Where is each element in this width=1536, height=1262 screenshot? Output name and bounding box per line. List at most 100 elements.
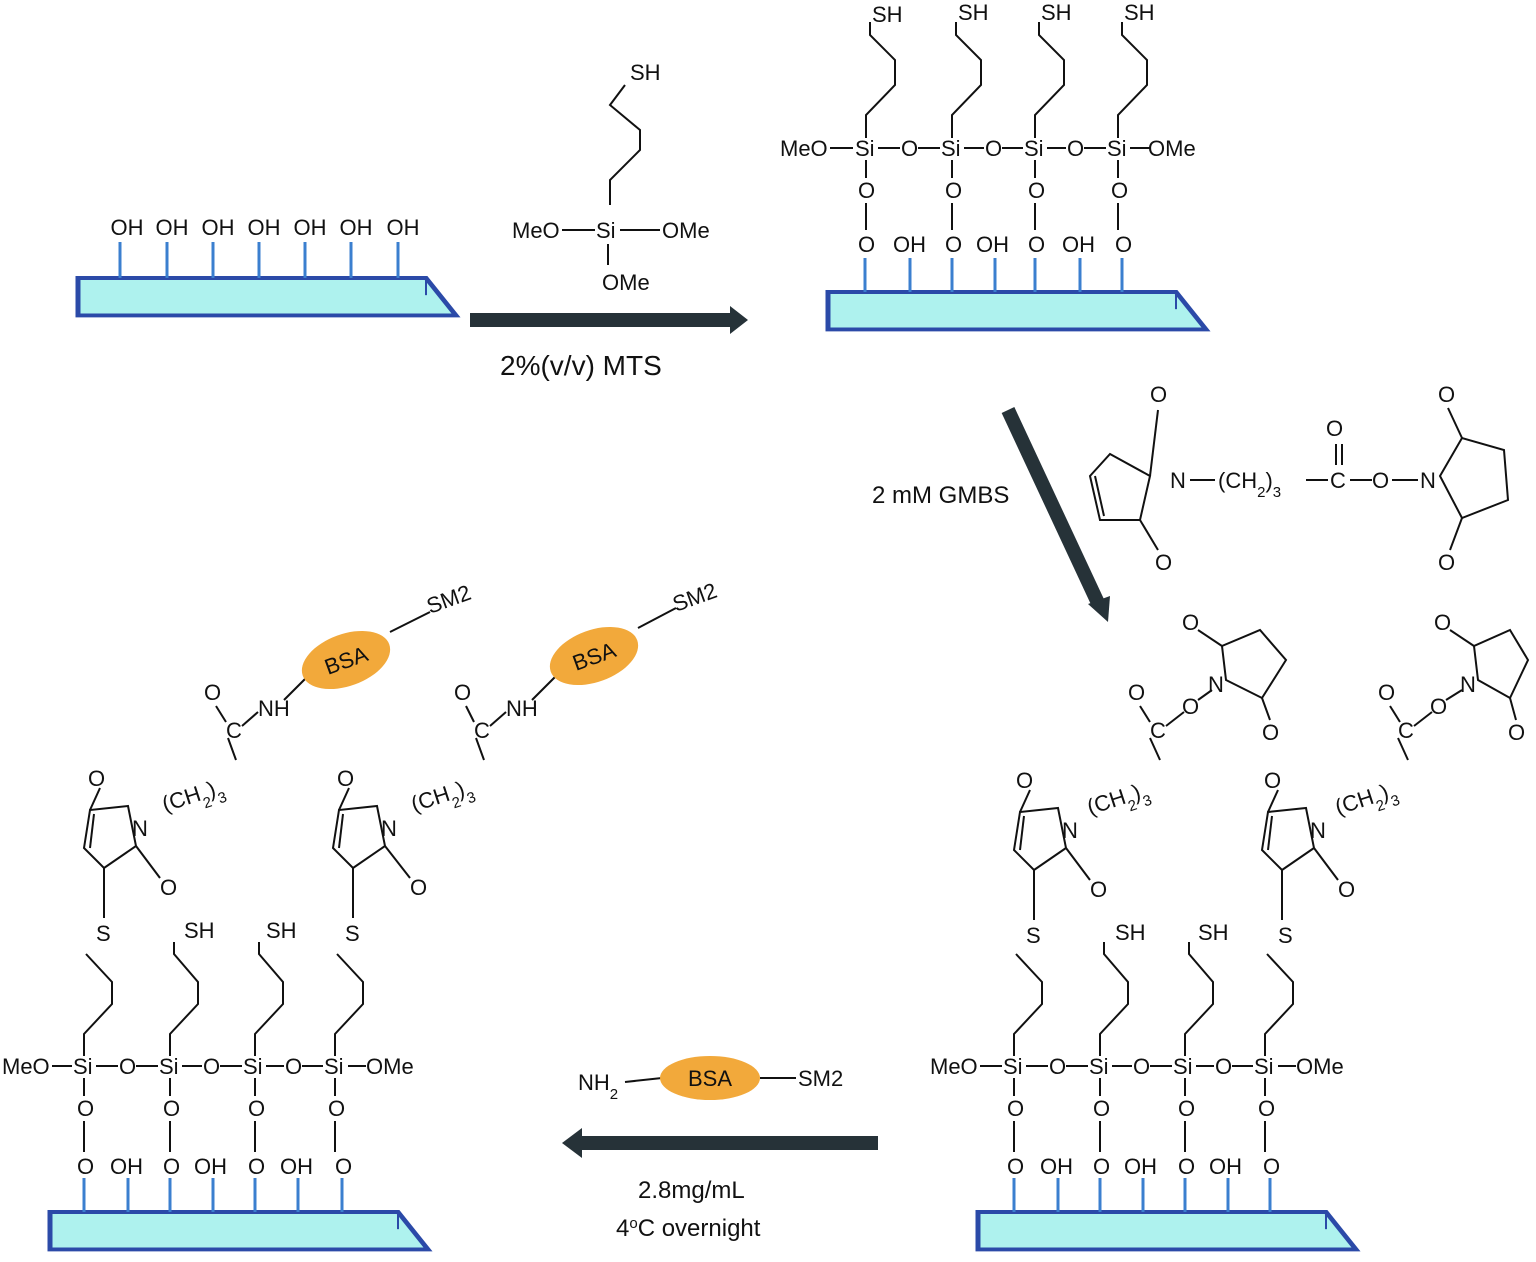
surface-hydroxyl-groups: OH OH OH OH OH OH OH (111, 215, 420, 278)
sulfur-label: S (345, 921, 360, 946)
o-label: O (1128, 680, 1145, 705)
sm2-label: SM2 (669, 578, 720, 617)
o-label: O (248, 1096, 265, 1121)
svg-text:4oC overnight: 4oC overnight (616, 1215, 761, 1243)
o-label: O (163, 1154, 180, 1179)
o-label: O (1430, 694, 1447, 719)
o-label: O (1133, 1054, 1150, 1079)
n-label: N (1208, 672, 1224, 697)
o-label: O (1093, 1096, 1110, 1121)
ome-label: OMe (602, 270, 650, 295)
sulfur-label: S (1278, 923, 1293, 948)
o-label: O (1326, 416, 1343, 441)
si-label: Si (324, 1054, 344, 1079)
o-label: O (160, 875, 177, 900)
si-label: Si (1024, 136, 1044, 161)
si-label: Si (1254, 1054, 1274, 1079)
o-label: O (1378, 680, 1395, 705)
oh-label: OH (1040, 1154, 1073, 1179)
o-label: O (1262, 720, 1279, 745)
mts-condition-label: 2%(v/v) MTS (500, 350, 662, 381)
si-label: Si (855, 136, 875, 161)
thiol-label: SH (958, 0, 989, 25)
o-label: O (945, 232, 962, 257)
thiol-label: SH (1115, 920, 1146, 945)
svg-text:(CH2)3: (CH2)3 (408, 773, 478, 823)
o-label: O (985, 136, 1002, 161)
mts-reagent-structure: SH Si MeO OMe OMe (512, 60, 710, 295)
o-label: O (1263, 1154, 1280, 1179)
ome-label: OMe (1148, 136, 1196, 161)
gmbs-condition-label: 2 mM GMBS (872, 482, 1009, 509)
si-label: Si (159, 1054, 179, 1079)
oh-label: OH (976, 232, 1009, 257)
c-label: C (1398, 718, 1414, 743)
o-label: O (1067, 136, 1084, 161)
o-label: O (1115, 232, 1132, 257)
si-label: Si (1089, 1054, 1109, 1079)
o-label: O (119, 1054, 136, 1079)
o-label: O (1338, 877, 1355, 902)
oh-label: OH (1124, 1154, 1157, 1179)
o-label: O (1508, 720, 1525, 745)
svg-text:(CH2)3: (CH2)3 (1084, 776, 1154, 826)
o-label: O (1090, 877, 1107, 902)
o-label: O (1178, 1154, 1195, 1179)
o-label: O (1438, 382, 1455, 407)
thiol-label: SH (1198, 920, 1229, 945)
si-label: Si (1003, 1054, 1023, 1079)
oh-label: OH (110, 1154, 143, 1179)
o-label: O (248, 1154, 265, 1179)
si-label: Si (1107, 136, 1127, 161)
oh-label: OH (280, 1154, 313, 1179)
thiol-label: SH (1041, 0, 1072, 25)
meo-label: MeO (780, 136, 828, 161)
oh-label: OH (202, 215, 235, 240)
o-label: O (1178, 1096, 1195, 1121)
o-label: O (328, 1096, 345, 1121)
svg-text:(CH2)3: (CH2)3 (1218, 468, 1281, 501)
oh-label: OH (248, 215, 281, 240)
o-label: O (1093, 1154, 1110, 1179)
o-label: O (1434, 610, 1451, 635)
meo-label: MeO (512, 218, 560, 243)
thiol-label: SH (184, 918, 215, 943)
o-label: O (1372, 468, 1389, 493)
o-label: O (858, 178, 875, 203)
reaction-arrow-bsa: NH2 BSA SM2 2.8mg/mL 4oC overnight (562, 1056, 878, 1242)
o-label: O (1438, 550, 1455, 575)
reaction-arrow-mts: 2%(v/v) MTS (470, 306, 748, 381)
meo-label: MeO (2, 1054, 50, 1079)
o-label: O (1007, 1096, 1024, 1121)
o-label: O (77, 1154, 94, 1179)
o-label: O (335, 1154, 352, 1179)
si-label: Si (73, 1054, 93, 1079)
oh-label: OH (1062, 232, 1095, 257)
o-label: O (203, 1054, 220, 1079)
oh-label: OH (340, 215, 373, 240)
o-label: O (88, 766, 105, 791)
o-label: O (1028, 232, 1045, 257)
o-label: O (1150, 382, 1167, 407)
thiol-label: SH (872, 2, 903, 27)
o-label: O (77, 1096, 94, 1121)
c-label: C (1150, 718, 1166, 743)
reaction-arrow-gmbs: 2 mM GMBS (872, 407, 1110, 622)
n-label: N (132, 816, 148, 841)
o-label: O (901, 136, 918, 161)
glass-slide-hydroxylated: OH OH OH OH OH OH OH (78, 215, 456, 315)
thiol-label: SH (266, 918, 297, 943)
si-label: Si (243, 1054, 263, 1079)
n-label: N (381, 816, 397, 841)
o-label: O (1264, 768, 1281, 793)
gmbs-modified-slide: O OH O OH O OH O O O O O MeO Si O Si (930, 610, 1530, 1249)
sulfur-label: S (96, 921, 111, 946)
thiol-label: SH (1124, 0, 1155, 25)
n-label: N (1420, 468, 1436, 493)
n-label: N (1062, 818, 1078, 843)
oh-label: OH (156, 215, 189, 240)
o-label: O (1258, 1096, 1275, 1121)
si-label: Si (596, 218, 616, 243)
o-label: O (1182, 694, 1199, 719)
o-label: O (858, 232, 875, 257)
